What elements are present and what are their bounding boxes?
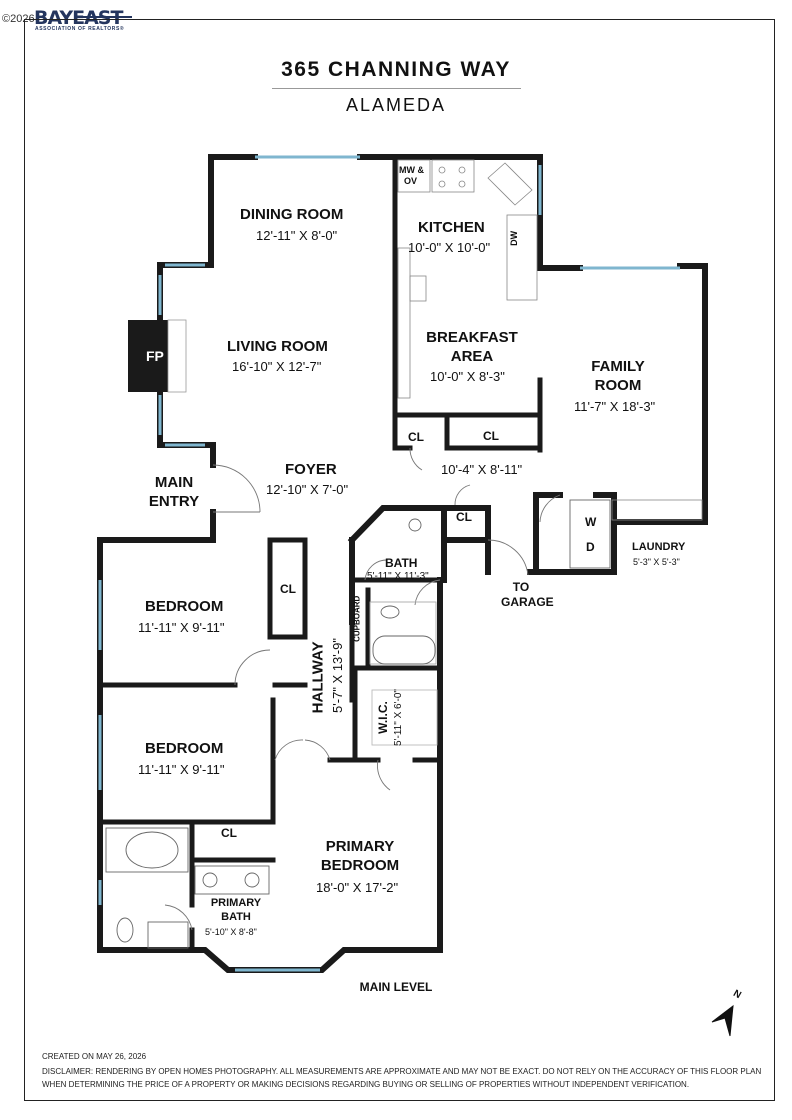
- page-title: 365 CHANNING WAY: [281, 58, 511, 81]
- closet-label-2: CL: [483, 429, 499, 443]
- logo-subtext: ASSOCIATION OF REALTORS®: [35, 26, 125, 32]
- page-subtitle: ALAMEDA: [345, 95, 447, 115]
- mw-ov-label: MW & OV: [399, 165, 424, 187]
- hall-dims: 10'-4" X 8'-11": [441, 462, 523, 477]
- main-entry-line2: ENTRY: [148, 492, 200, 510]
- logo-underline: [76, 16, 132, 18]
- washer-label: W: [585, 515, 597, 529]
- breakfast-area-label: BREAKFAST AREA: [425, 329, 519, 367]
- dryer-label: D: [586, 540, 595, 554]
- living-room-label: LIVING ROOM: [227, 338, 328, 355]
- bath-fixtures: [105, 499, 611, 949]
- main-entry-label: MAIN ENTRY: [148, 474, 200, 512]
- breakfast-area-label-line2: AREA: [450, 347, 494, 365]
- primary-bath-line2: BATH: [221, 910, 251, 923]
- living-room-dims: 16'-10" X 12'-7": [232, 359, 322, 374]
- primary-bath-dims: 5'-10" X 8'-8": [205, 927, 257, 937]
- main-level-label: MAIN LEVEL: [359, 980, 433, 994]
- created-date: CREATED ON MAY 26, 2026: [42, 1052, 147, 1061]
- disclaimer-line1: DISCLAIMER: RENDERING BY OPEN HOMES PHOT…: [42, 1067, 762, 1076]
- windows: [98, 155, 680, 972]
- bedroom-2-closet-label: CL: [221, 826, 237, 840]
- bath-dims: 5'-11" X 11'-3": [367, 571, 429, 582]
- dining-room-dims: 12'-11" X 8'-0": [256, 228, 338, 243]
- kitchen-label: KITCHEN: [418, 219, 485, 236]
- primary-bedroom-line1: PRIMARY: [325, 838, 395, 855]
- door-swings: [164, 447, 561, 931]
- bayeast-logo: BAYEAST: [34, 7, 123, 29]
- north-arrow-icon: [711, 1004, 734, 1037]
- bedroom-1-dims: 11'-11" X 9'-11": [138, 620, 225, 635]
- kitchen-fixtures: [397, 159, 703, 521]
- primary-bath-line1: PRIMARY: [210, 897, 262, 909]
- dishwasher-label: DW: [509, 230, 520, 246]
- primary-bedroom-label: PRIMARY BEDROOM: [318, 838, 402, 876]
- cupboard-label: CUPBOARD: [352, 595, 362, 642]
- mw-ov-line2: OV: [404, 175, 418, 186]
- laundry-dims: 5'-3" X 5'-3": [633, 557, 680, 567]
- to-garage-label: TO GARAGE: [501, 580, 554, 610]
- page-frame: [24, 19, 775, 1101]
- family-room-label: FAMILY ROOM: [585, 358, 651, 396]
- fireplace-label: FP: [146, 348, 164, 364]
- closet-label-3: CL: [456, 510, 472, 524]
- breakfast-area-dims: 10'-0" X 8'-3": [430, 369, 505, 384]
- family-room-label-line2: ROOM: [594, 376, 642, 394]
- fireplace: [128, 319, 187, 393]
- copyright-text: ©2026: [2, 13, 35, 25]
- bedroom-2-label: BEDROOM: [145, 740, 224, 757]
- hallway-dims: 5'-7" X 13'-9": [329, 638, 345, 713]
- laundry-label: LAUNDRY: [632, 541, 686, 553]
- primary-bedroom-dims: 18'-0" X 17'-2": [316, 880, 399, 895]
- kitchen-dims: 10'-0" X 10'-0": [408, 240, 491, 255]
- main-entry-line1: MAIN: [154, 474, 194, 491]
- family-room-label-line1: FAMILY: [591, 358, 645, 375]
- bath-label: BATH: [385, 556, 418, 570]
- bedroom-1-closet-label: CL: [280, 582, 296, 596]
- bedroom-1-label: BEDROOM: [145, 598, 224, 615]
- bedroom-2-dims: 11'-11" X 9'-11": [138, 762, 225, 777]
- mw-ov-line1: MW &: [399, 165, 424, 175]
- family-room-dims: 11'-7" X 18'-3": [574, 399, 656, 414]
- breakfast-area-label-line1: BREAKFAST: [426, 329, 518, 346]
- dining-room-label: DINING ROOM: [240, 206, 344, 223]
- primary-bath-label: PRIMARY BATH: [206, 897, 266, 925]
- disclaimer-line2: WHEN DETERMINING THE PRICE OF A PROPERTY…: [42, 1080, 690, 1089]
- closet-label-1: CL: [408, 430, 424, 444]
- wic-dims: 5'-11" X 6'-0": [392, 689, 404, 746]
- interior-walls: [97, 154, 543, 953]
- to-garage-line1: TO: [512, 580, 530, 594]
- foyer-label: FOYER: [285, 461, 337, 478]
- primary-bedroom-line2: BEDROOM: [320, 856, 400, 874]
- foyer-dims: 12'-10" X 7'-0": [266, 482, 349, 497]
- wic-label: W.I.C.: [375, 701, 390, 734]
- title-divider: [272, 88, 521, 89]
- to-garage-line2: GARAGE: [501, 595, 554, 609]
- hallway-label: HALLWAY: [309, 641, 327, 714]
